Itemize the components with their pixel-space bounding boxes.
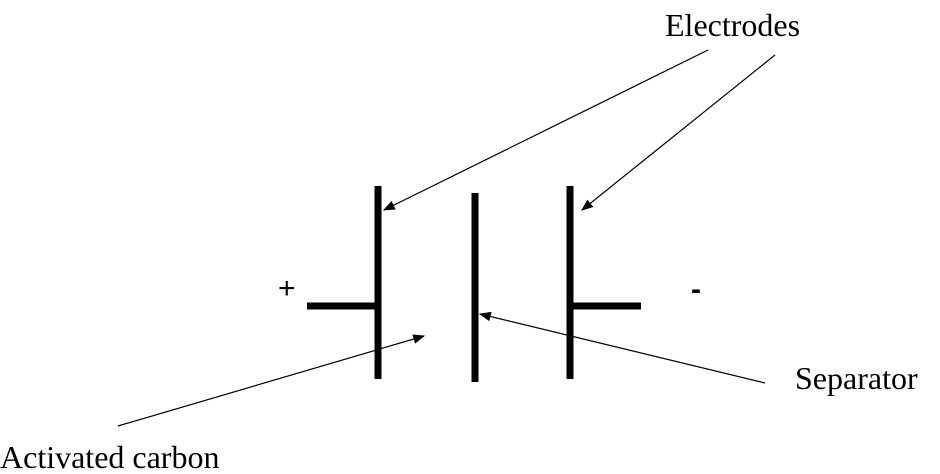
electrodes-label: Electrodes	[665, 7, 800, 43]
separator-label: Separator	[795, 360, 918, 396]
electrodes-arrow-right	[581, 54, 776, 211]
electrodes-arrow-left	[382, 49, 709, 211]
separator-arrow	[478, 311, 766, 384]
negative-sign: -	[691, 273, 701, 306]
positive-sign: +	[278, 272, 296, 305]
activated-carbon-label: Activated carbon	[0, 439, 219, 474]
activated-carbon-arrow	[117, 334, 426, 427]
